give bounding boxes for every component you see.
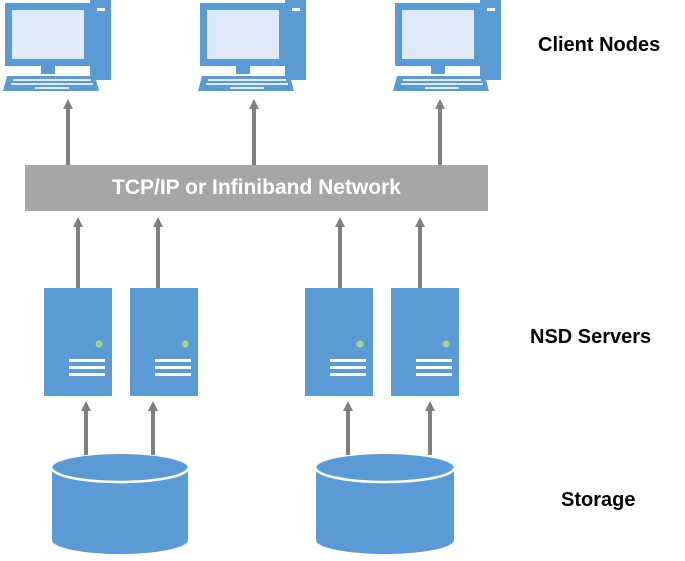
database-cylinder-icon [50, 454, 190, 554]
client-nodes-label: Client Nodes [538, 34, 661, 56]
server-tower-icon [305, 288, 373, 396]
storage-2 [314, 454, 456, 554]
server-tower-icon [130, 288, 198, 396]
storage-label: Storage [561, 489, 636, 511]
storage-1 [50, 454, 190, 554]
arrows-network-to-clients [63, 99, 445, 165]
arrows-servers-to-network [73, 217, 425, 288]
nsd-server-1 [44, 288, 112, 396]
desktop-computer-icon [198, 0, 306, 91]
nsd-servers-label: NSD Servers [530, 326, 652, 348]
database-cylinder-icon [314, 454, 456, 554]
server-tower-icon [391, 288, 459, 396]
server-tower-icon [44, 288, 112, 396]
network-label: TCP/IP or Infiniband Network [112, 176, 401, 199]
nsd-server-4 [391, 288, 459, 396]
network-bar: TCP/IP or Infiniband Network [25, 165, 488, 211]
nsd-server-2 [130, 288, 198, 396]
arrows-storage-to-servers [81, 401, 435, 455]
client-node-1 [3, 0, 111, 91]
nsd-server-3 [305, 288, 373, 396]
network-bar-bg [25, 165, 488, 211]
desktop-computer-icon [3, 0, 111, 91]
client-node-3 [393, 0, 501, 91]
client-node-2 [198, 0, 306, 91]
desktop-computer-icon [393, 0, 501, 91]
